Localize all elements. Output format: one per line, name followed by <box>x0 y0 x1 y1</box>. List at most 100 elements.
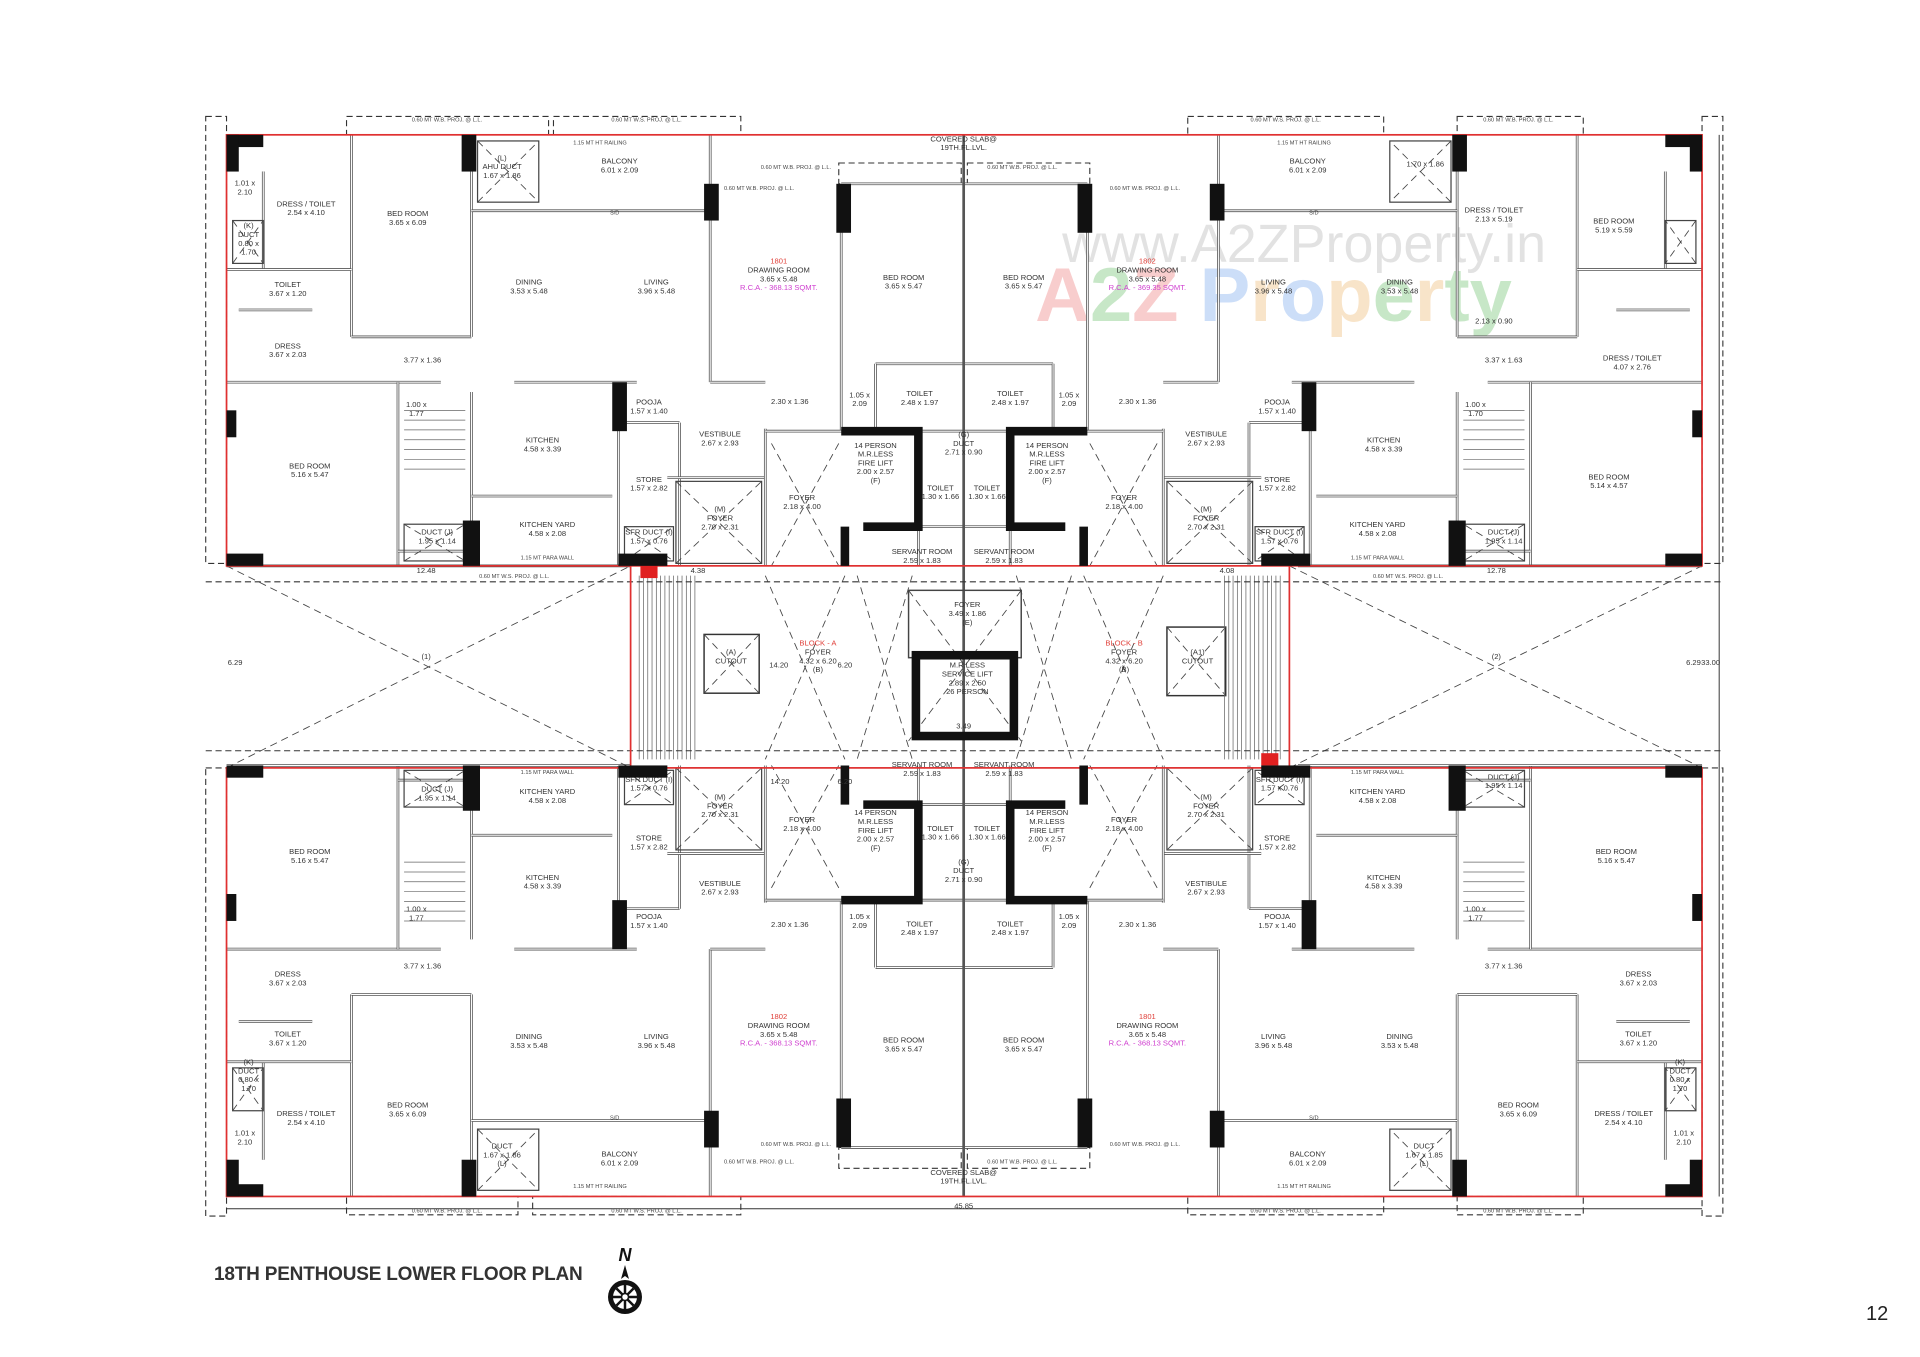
room-label-line: 1.30 x 1.66 <box>922 492 960 501</box>
room-label-line: 3.65 x 5.48 <box>760 274 798 283</box>
room-label-line: 1.57 x 0.76 <box>1261 784 1299 793</box>
room-label: 45.85 <box>954 1202 973 1211</box>
plan-note: 1.15 MT PARA WALL <box>1351 770 1404 776</box>
room-label-line: (M) <box>1200 792 1212 801</box>
room-label-line: (A) <box>726 648 737 657</box>
svg-text:A2Z Property: A2Z Property <box>1035 253 1512 338</box>
room-label-line: 33.00 <box>1701 658 1720 667</box>
room-label-line: 4.07 x 2.76 <box>1613 362 1651 371</box>
fire-lift-shaft <box>841 426 923 531</box>
room-label-line: KITCHEN <box>1367 873 1400 882</box>
column <box>1209 1110 1225 1148</box>
column <box>226 553 264 566</box>
projection-outline <box>838 1146 962 1169</box>
room-label: COVERED SLAB@19TH.FL.LVL. <box>930 1168 997 1186</box>
room-label-line: POOJA <box>636 398 663 407</box>
plan-note: 0.60 MT W.B. PROJ. @ L.L. <box>724 186 795 192</box>
fire-lift-shaft <box>841 800 923 905</box>
duct-box <box>1389 140 1452 203</box>
plan-note: 1.15 MT PARA WALL <box>521 770 574 776</box>
room-label-line: 1.01 x <box>1673 1129 1694 1138</box>
room-label-line: 3.49 x 1.86 <box>949 609 987 618</box>
room-label: DUCT (J)1.95 x 1.14 <box>1485 772 1523 790</box>
plan-note: 1.15 MT PARA WALL <box>1351 556 1404 562</box>
room-label-line: 2.54 x 4.10 <box>287 1118 324 1127</box>
room-label: COVERED SLAB@19TH.FL.LVL. <box>930 134 997 152</box>
room-label-line: 1.01 x <box>235 1129 256 1138</box>
room-label-line: TOILET <box>974 483 1001 492</box>
column <box>1452 134 1467 172</box>
plan-note: 1.15 MT PARA WALL <box>521 556 574 562</box>
column <box>704 1110 719 1148</box>
room-label-line: 2.48 x 1.97 <box>901 398 939 407</box>
room-label-line: 4.58 x 3.39 <box>524 444 562 453</box>
room-label-line: TOILET <box>997 389 1024 398</box>
room-label: (2) <box>1492 652 1502 661</box>
room-label: 4.38 <box>691 566 706 575</box>
room-label-line: BLOCK - B <box>1105 639 1142 648</box>
room-label-line: 3.96 x 5.48 <box>1255 1041 1293 1050</box>
room-label-line: 1.30 x 1.66 <box>922 833 960 842</box>
room-label-line: 2.10 <box>238 1138 253 1147</box>
room-label-line: M.R.LESS <box>858 817 893 826</box>
room-label: 14.20 <box>769 660 788 669</box>
room-label-line: DRAWING ROOM <box>748 265 810 274</box>
room-label: 12.48 <box>417 566 436 575</box>
room-label-line: LIVING <box>644 278 669 287</box>
room-label-line: R.C.A. - 368.13 SQMT. <box>1109 1039 1187 1048</box>
lower-wing-outline <box>225 767 1703 1198</box>
room-label: 2.30 x 1.36 <box>1119 397 1157 406</box>
projection-outline <box>1701 115 1724 564</box>
room-label-line: BED ROOM <box>387 1101 428 1110</box>
duct-box <box>1389 1128 1452 1191</box>
plan-note: 0.60 MT W.B. PROJ. @ L.L. <box>987 1159 1058 1165</box>
room-label-line: R.C.A. - 368.13 SQMT. <box>740 283 818 292</box>
service-lift-shaft <box>911 650 1019 741</box>
room-label: 6.29 <box>1686 658 1701 667</box>
room-label-line: DUCT (J) <box>421 528 453 537</box>
room-label-line: DUCT <box>953 439 974 448</box>
room-label-line: 3.65 x 5.47 <box>885 282 923 291</box>
room-label-line: 1.57 x 2.82 <box>1258 484 1296 493</box>
north-arrow-compass-icon: N <box>605 1243 645 1328</box>
room-label-line: FOYER <box>805 648 832 657</box>
room-label-line: 3.67 x 2.03 <box>269 978 307 987</box>
column <box>704 183 719 221</box>
room-label-line: COVERED SLAB@ <box>930 134 997 143</box>
room-label-line: 2.18 x 4.00 <box>1105 502 1143 511</box>
room-label-line: VESTIBULE <box>699 430 741 439</box>
room-label-line: LIVING <box>1261 1032 1286 1041</box>
room-label-line: 2.67 x 2.93 <box>701 438 739 447</box>
room-label-line: 4.32 x 6.20 <box>1105 656 1143 665</box>
room-label-line: (M) <box>714 792 726 801</box>
room-label-line: 1.70 <box>241 248 256 257</box>
columns <box>226 134 1703 1197</box>
room-label-line: FOYER <box>789 493 816 502</box>
plan-note: 0.60 MT W.B. PROJ. @ L.L. <box>1483 117 1554 123</box>
room-label-line: 4.58 x 2.08 <box>529 529 567 538</box>
room-label: 3.49 <box>956 722 971 731</box>
room-label-line: 2.00 x 2.57 <box>1028 467 1066 476</box>
room-label-line: DUCT (J) <box>1488 528 1520 537</box>
room-label: SFR DUCT (I)1.57 x 0.76 <box>1256 528 1304 546</box>
room-label-line: DRAWING ROOM <box>748 1021 810 1030</box>
